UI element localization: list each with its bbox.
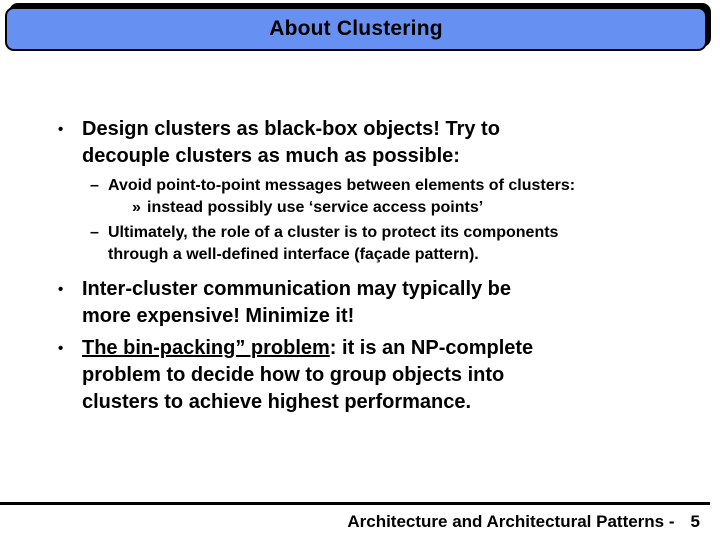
dash-bullet-icon: – (90, 224, 99, 241)
sub-item-text: Ultimately, the role of a cluster is to … (108, 224, 559, 263)
bullet-item-bin-packing: • The bin-packing” problem: it is an NP-… (58, 335, 698, 416)
sub-item-text: instead possibly use ‘service access poi… (147, 199, 484, 216)
dash-bullet-icon: – (90, 177, 99, 194)
bullet-dot-icon: • (58, 281, 64, 298)
sub-item-ultimately: – Ultimately, the role of a cluster is t… (0, 222, 720, 266)
bullet-text: Inter-cluster communication may typicall… (82, 278, 512, 327)
footer-divider (0, 502, 710, 505)
bullet-dot-icon: • (58, 121, 64, 138)
sub-item-text: Avoid point-to-point messages between el… (108, 177, 576, 194)
title-bar: About Clustering (5, 7, 707, 51)
slide-title: About Clustering (269, 17, 443, 40)
bullet-dot-icon: • (58, 340, 64, 357)
sub-item-avoid-p2p: – Avoid point-to-point messages between … (0, 175, 720, 197)
underlined-phrase: The bin-packing” problem (82, 337, 330, 359)
bullet-item-design-clusters: • Design clusters as black-box objects! … (58, 116, 698, 170)
bullet-item-inter-cluster: • Inter-cluster communication may typica… (58, 276, 698, 330)
page-number: 5 (690, 512, 700, 531)
bullet-text: Design clusters as black-box objects! Tr… (82, 118, 500, 167)
bullet-text: The bin-packing” problem: it is an NP-co… (82, 335, 533, 416)
guillemet-bullet-icon: » (132, 199, 141, 216)
sub-item-service-access-points: » instead possibly use ‘service access p… (0, 197, 720, 219)
sub-bullet-group: – Avoid point-to-point messages between … (0, 175, 720, 266)
footer: Architecture and Architectural Patterns … (347, 512, 700, 532)
bullet-text-rest: : it is an NP-complete problem to decide… (82, 337, 534, 413)
footer-label: Architecture and Architectural Patterns … (347, 512, 675, 531)
